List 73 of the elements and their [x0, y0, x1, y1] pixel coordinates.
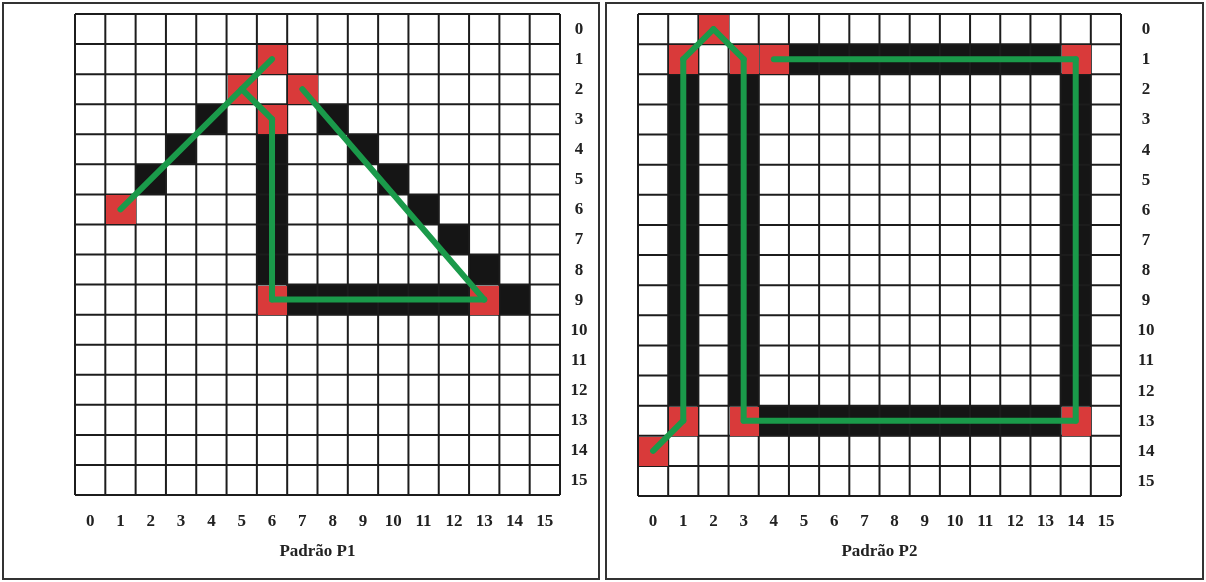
column-number: 2: [146, 511, 156, 531]
column-number: 8: [328, 511, 337, 531]
column-number: 4: [207, 511, 216, 531]
row-number: 15: [570, 469, 588, 490]
column-number: 0: [85, 511, 95, 531]
column-number: 1: [116, 511, 125, 531]
row-number: 0: [574, 19, 584, 40]
row-number: 7: [574, 229, 584, 250]
row-number: 12: [1137, 380, 1155, 401]
row-number: 11: [1137, 350, 1155, 371]
pattern-caption: Padrão P1: [279, 541, 356, 561]
column-number: 11: [415, 511, 432, 531]
column-number: 5: [237, 511, 246, 531]
column-number: 11: [977, 511, 994, 531]
column-number: 2: [709, 511, 718, 531]
column-number: 14: [506, 511, 524, 531]
column-number: 7: [298, 511, 307, 531]
column-number: 13: [1037, 511, 1055, 531]
row-number: 7: [1141, 229, 1151, 250]
row-number: 10: [1137, 320, 1155, 341]
column-number: 12: [1006, 511, 1024, 531]
connector-line: [238, 86, 276, 123]
connector-line: [770, 56, 1079, 63]
row-number: 2: [1141, 79, 1151, 100]
row-number: 8: [574, 259, 584, 280]
row-number: 12: [570, 379, 588, 400]
column-number: 3: [739, 511, 748, 531]
column-number: 10: [384, 511, 402, 531]
row-number: 9: [1141, 290, 1151, 311]
column-number: 10: [946, 511, 964, 531]
row-number: 4: [1141, 139, 1151, 160]
row-number: 14: [570, 439, 588, 460]
column-number: 1: [679, 511, 688, 531]
connector-line: [710, 26, 747, 63]
row-number: 10: [570, 319, 588, 340]
column-number: 7: [860, 511, 869, 531]
connector-line: [117, 86, 245, 213]
row-number: 5: [1141, 169, 1151, 190]
column-number: 8: [890, 511, 899, 531]
column-number: 13: [475, 511, 493, 531]
pattern-caption: Padrão P2: [841, 541, 918, 561]
row-number: 0: [1141, 19, 1151, 40]
row-number: 1: [574, 49, 584, 70]
row-number: 6: [1141, 199, 1151, 220]
row-number: 3: [574, 109, 584, 130]
column-number: 4: [769, 511, 779, 531]
connector-line: [269, 296, 488, 303]
column-number: 0: [648, 511, 658, 531]
row-number: 15: [1137, 470, 1155, 491]
column-number: 6: [267, 511, 277, 531]
row-number: 13: [1137, 410, 1155, 431]
column-number: 15: [536, 511, 554, 531]
row-number: 4: [574, 139, 584, 160]
row-number: 9: [574, 289, 584, 310]
row-number: 3: [1141, 109, 1151, 130]
row-number: 13: [570, 409, 588, 430]
column-number: 9: [920, 511, 930, 531]
column-number: 15: [1097, 511, 1115, 531]
row-number: 11: [570, 349, 588, 370]
row-number: 8: [1141, 260, 1151, 281]
connector-line: [650, 417, 687, 454]
connector-line: [299, 86, 488, 303]
column-number: 3: [176, 511, 186, 531]
column-number: 6: [829, 511, 839, 531]
row-number: 1: [1141, 49, 1151, 70]
row-number: 2: [574, 79, 584, 100]
column-number: 5: [799, 511, 809, 531]
column-number: 14: [1067, 511, 1085, 531]
column-number: 9: [358, 511, 368, 531]
row-number: 14: [1137, 440, 1155, 461]
row-number: 6: [574, 199, 584, 220]
row-number: 5: [574, 169, 584, 190]
column-number: 12: [445, 511, 463, 531]
